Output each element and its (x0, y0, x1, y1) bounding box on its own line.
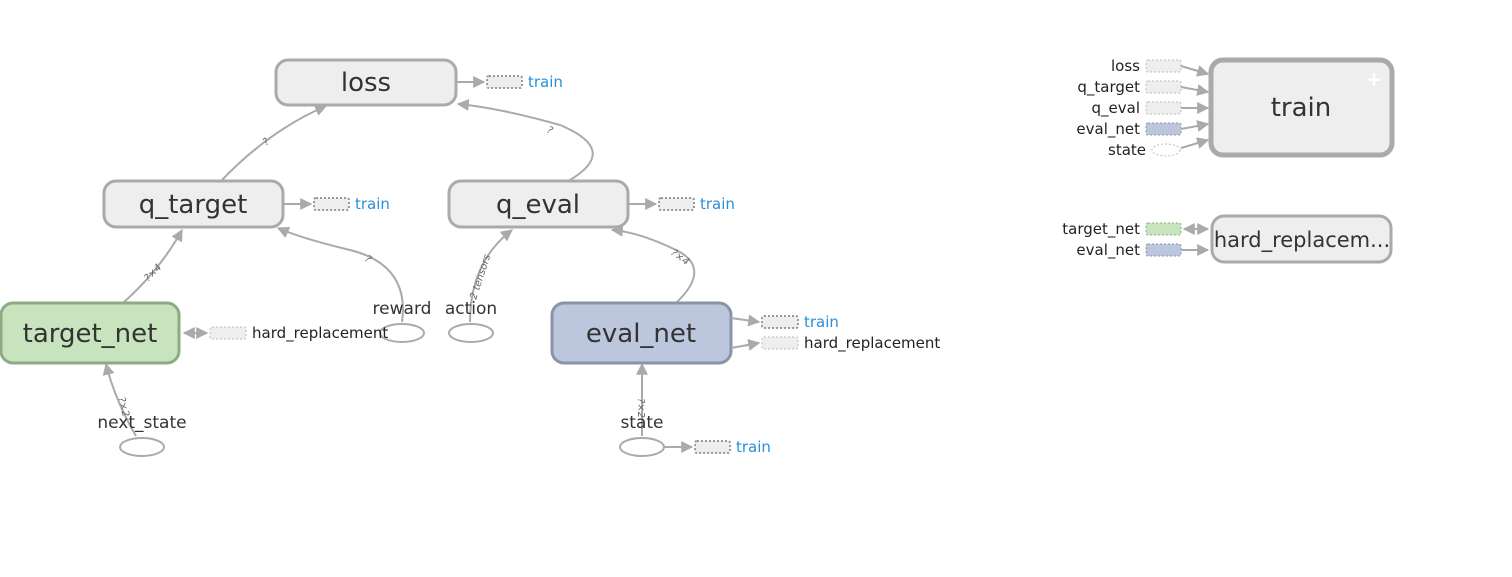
node-train[interactable]: train + (1208, 57, 1395, 158)
node-q_target-label: q_target (139, 190, 248, 220)
edge-label-target_net-q_target: ?×4 (142, 262, 164, 284)
node-state[interactable]: state (619, 413, 665, 457)
edge-q_eval-loss (456, 99, 594, 181)
node-loss-label: loss (341, 68, 391, 98)
edge-target_net-q_target (123, 228, 183, 303)
stub-q_eval-train-label[interactable]: train (700, 195, 735, 213)
node-eval_net[interactable]: eval_net (550, 301, 733, 365)
edge-next_state-target_net (102, 362, 137, 437)
stub-q_target-train-label[interactable]: train (355, 195, 390, 213)
expand-icon[interactable]: + (1366, 67, 1383, 91)
node-train-label: train (1271, 93, 1332, 123)
edge-label-action-q_eval: 2 tensors (468, 253, 493, 301)
node-action-label: action (445, 299, 497, 319)
stub-loss-train[interactable]: train (456, 73, 563, 91)
edge-eval_net-q_eval (610, 224, 696, 303)
train-input-eval_net-label: eval_net (1076, 120, 1140, 139)
train-input-state-label: state (1108, 141, 1146, 159)
stub-eval_net-train-label[interactable]: train (804, 313, 839, 331)
node-state-label: state (620, 413, 663, 433)
edge-label-eval_net-q_eval: ?×4 (668, 247, 691, 268)
train-input-loss-label: loss (1111, 57, 1140, 75)
edge-label-state-eval_net: ?×2 (635, 398, 646, 418)
node-target_net-label: target_net (23, 319, 158, 349)
hr-input-target_net-label: target_net (1062, 220, 1140, 239)
edge-label-next_state-target_net: ?×2 (115, 396, 131, 418)
edge-label-reward-q_target: ? (362, 253, 373, 265)
edge-reward-q_target (276, 227, 404, 323)
stub-loss-train-label[interactable]: train (528, 73, 563, 91)
edge-label-q_target-loss: ? (261, 136, 273, 148)
stub-q_target-train[interactable]: train (283, 195, 390, 213)
stub-state-train-label[interactable]: train (736, 438, 771, 456)
node-loss[interactable]: loss (274, 58, 458, 107)
stub-eval_net-hard_replacement-label[interactable]: hard_replacement (804, 334, 940, 353)
node-q_target[interactable]: q_target (102, 179, 285, 229)
node-reward[interactable]: reward (373, 299, 432, 343)
node-q_eval-label: q_eval (496, 190, 580, 220)
stub-state-train[interactable]: train (664, 438, 771, 456)
stub-target_net-hard_replacement-label[interactable]: hard_replacement (252, 324, 388, 343)
aux-hard_replacement-inputs: target_net eval_net (1062, 220, 1210, 260)
node-q_eval[interactable]: q_eval (447, 179, 630, 229)
node-hard_replacement[interactable]: hard_replacem... (1210, 214, 1393, 264)
node-next_state-label: next_state (97, 413, 186, 433)
stub-eval_net-hard_replacement[interactable]: hard_replacement (730, 334, 940, 353)
stub-target_net-hard_replacement[interactable]: hard_replacement (182, 324, 388, 343)
edge-label-q_eval-loss: ? (545, 125, 555, 138)
train-input-q_eval-label: q_eval (1092, 99, 1141, 118)
aux-train-inputs: loss q_target q_eval eval_net state (1076, 57, 1210, 159)
edge-q_target-loss (221, 104, 328, 181)
stub-eval_net-train[interactable]: train (730, 313, 839, 331)
hr-input-eval_net-label: eval_net (1076, 241, 1140, 260)
train-input-q_target-label: q_target (1077, 78, 1140, 97)
node-action[interactable]: action (445, 299, 497, 343)
stub-q_eval-train[interactable]: train (628, 195, 735, 213)
edge-action-q_eval (469, 229, 513, 323)
node-target_net[interactable]: target_net (0, 301, 181, 365)
node-next_state[interactable]: next_state (97, 413, 187, 457)
node-eval_net-label: eval_net (586, 319, 696, 349)
node-hard_replacement-label: hard_replacem... (1214, 228, 1390, 253)
node-reward-label: reward (373, 299, 432, 319)
